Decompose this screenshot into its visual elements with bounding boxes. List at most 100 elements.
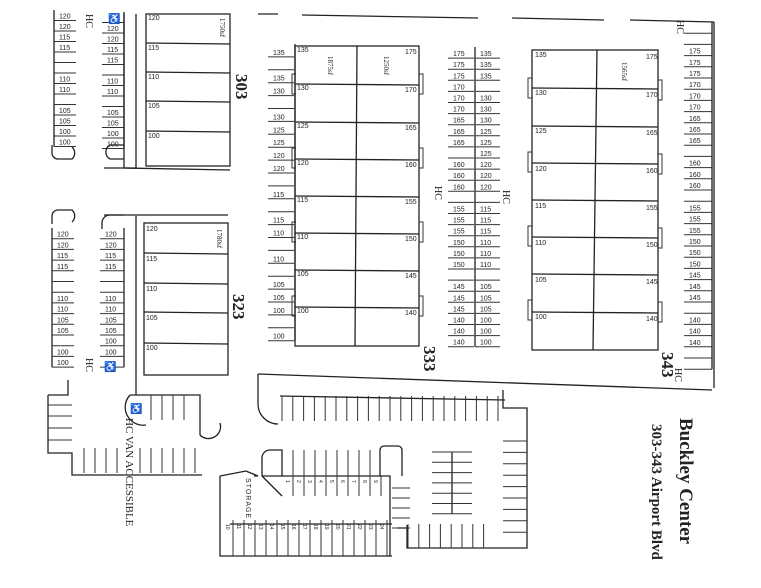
site-address: 303-343 Airport Blvd xyxy=(648,424,664,560)
stall-number: 18 xyxy=(312,524,318,530)
stall-label: 165 xyxy=(453,129,465,136)
stall-label: 150 xyxy=(453,240,465,247)
unit-label: 160 xyxy=(405,162,417,169)
stall-label: 130 xyxy=(480,107,492,114)
stall-label: 165 xyxy=(689,116,701,123)
storage-label: STORAGE xyxy=(244,478,251,519)
stall-label: 120 xyxy=(59,14,71,21)
unit-label: 105 xyxy=(146,315,158,322)
stall-label: 160 xyxy=(689,183,701,190)
street-edge-top xyxy=(258,13,715,23)
stall-label: 155 xyxy=(453,229,465,236)
stall-label: 170 xyxy=(689,105,701,112)
stall-label: 135 xyxy=(273,50,285,57)
stall-label: 120 xyxy=(273,153,285,160)
stall-label: 130 xyxy=(480,118,492,125)
wheelchair-icon: ♿ xyxy=(130,402,142,415)
unit-label: 100 xyxy=(535,314,547,321)
unit-label: 115 xyxy=(535,203,546,210)
hc-label: HC xyxy=(672,368,683,382)
stall-label: 150 xyxy=(689,261,701,268)
stall-label: 175 xyxy=(689,60,701,67)
stall-label: 140 xyxy=(453,329,465,336)
stall-label: 130 xyxy=(480,96,492,103)
stall-label: 165 xyxy=(453,140,465,147)
building-343: 135 130 125 120 115 110 105 100 175 170 … xyxy=(527,49,677,378)
unit-label: 110 xyxy=(535,240,546,247)
stall-label: 175 xyxy=(689,49,701,56)
stall-label: 165 xyxy=(689,138,701,145)
stall-label: 105 xyxy=(273,295,285,302)
stall-label: 145 xyxy=(453,306,465,313)
stall-label: 175 xyxy=(453,62,465,69)
stall-label: 105 xyxy=(59,119,71,126)
stall-label: 160 xyxy=(689,172,701,179)
stall-label: 115 xyxy=(480,229,491,236)
units-right-343: 175 170 165 160 155 150 145 140 xyxy=(646,54,658,323)
stall-label: 110 xyxy=(480,262,491,269)
building-number: 323 xyxy=(229,294,248,320)
stall-label: 110 xyxy=(105,307,116,314)
stall-number: 1 xyxy=(284,480,290,483)
unit-label: 150 xyxy=(646,242,658,249)
unit-label: 130 xyxy=(297,85,309,92)
lot-stalls-mid xyxy=(261,445,403,476)
stall-label: 100 xyxy=(273,334,285,341)
stall-label: 125 xyxy=(273,127,285,134)
stall-label: 110 xyxy=(480,251,491,258)
stall-label: 120 xyxy=(480,184,492,191)
stall-label: 120 xyxy=(105,232,117,239)
unit-label: 100 xyxy=(148,133,160,140)
stall-label: 175 xyxy=(453,51,465,58)
stall-label: 105 xyxy=(105,317,117,324)
stall-label: 105 xyxy=(480,306,492,313)
unit-label: 125 xyxy=(535,128,547,135)
stall-number: 10 xyxy=(224,524,230,530)
stall-number: 3 xyxy=(306,480,312,483)
stall-number: 22 xyxy=(356,524,362,530)
building-number: 343 xyxy=(658,352,677,378)
unit-label: 100 xyxy=(146,345,158,352)
stall-number: 20 xyxy=(334,524,340,530)
unit-label: 120 xyxy=(297,160,309,167)
unit-label: 170 xyxy=(405,87,417,94)
hc-van-accessible-label: HC VAN ACCESSIBLE xyxy=(123,418,135,527)
lot-stalls-top-row xyxy=(279,395,506,421)
unit-label: 120 xyxy=(535,166,547,173)
stall-number: 12 xyxy=(246,524,252,530)
units-left-333: 135 130 125 120 115 110 105 100 xyxy=(297,47,309,315)
hc-label: HC xyxy=(500,190,511,204)
stall-label: 100 xyxy=(59,129,71,136)
unit-label: 165 xyxy=(405,125,417,132)
stall-label: 100 xyxy=(107,131,119,138)
hc-label: HC xyxy=(674,20,685,34)
stall-label: 110 xyxy=(59,87,70,94)
unit-label: 115 xyxy=(297,197,308,204)
stall-label: 115 xyxy=(107,58,118,65)
stall-number: 11 xyxy=(235,524,241,529)
stall-label: 105 xyxy=(480,295,492,302)
stall-label: 140 xyxy=(689,317,701,324)
stall-label: 170 xyxy=(453,107,465,114)
stall-label: 115 xyxy=(105,253,116,260)
stall-label: 135 xyxy=(273,76,285,83)
stall-label: 150 xyxy=(453,251,465,258)
hc-label: HC xyxy=(83,14,94,28)
stall-label: 110 xyxy=(273,231,284,238)
stall-label: 100 xyxy=(480,329,492,336)
stall-label: 100 xyxy=(57,349,69,356)
stall-label: 165 xyxy=(453,118,465,125)
stall-label: 120 xyxy=(107,26,119,33)
stall-number: 21 xyxy=(345,524,351,530)
building-303: 120 115 110 105 100 1750sf 303 xyxy=(123,13,251,171)
stall-label: 100 xyxy=(59,140,71,147)
hc-label: HC xyxy=(83,358,94,372)
stall-label: 135 xyxy=(480,73,492,80)
stall-number: 16 xyxy=(290,524,296,530)
stall-number: 7 xyxy=(350,480,356,483)
stall-label: 130 xyxy=(273,114,285,121)
